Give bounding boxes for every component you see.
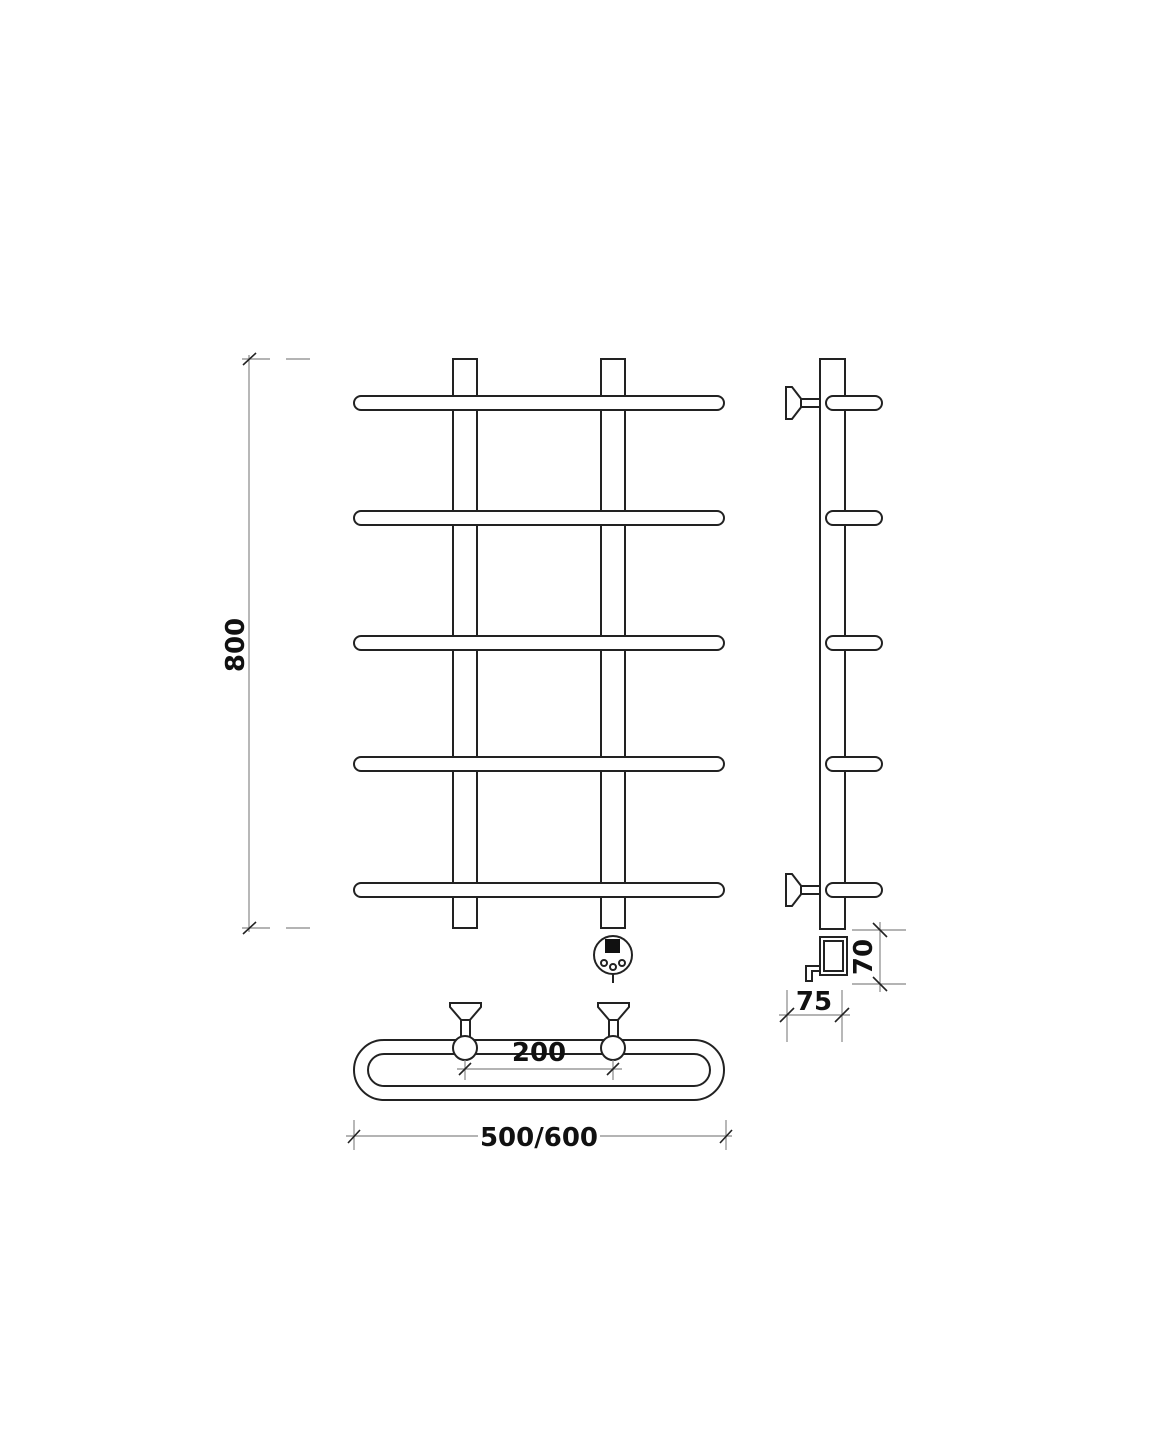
- side-rail-bar: [825, 882, 883, 898]
- depth-label: 75: [796, 987, 832, 1017]
- heater-element: [593, 935, 633, 983]
- mount-right: [597, 1002, 630, 1061]
- front-view: [353, 358, 725, 983]
- wall-bracket-bottom: [785, 873, 821, 907]
- height-label: 800: [221, 618, 251, 672]
- side-rail-bar: [825, 756, 883, 772]
- rail-bar: [353, 756, 725, 772]
- side-rail-bar: [825, 395, 883, 411]
- height-dimension: 800: [221, 352, 310, 935]
- mount-left: [449, 1002, 482, 1061]
- rail-bar: [353, 510, 725, 526]
- side-rail-bar: [825, 635, 883, 651]
- rail-bar: [353, 395, 725, 411]
- rail-bar: [353, 882, 725, 898]
- heater-side: [805, 936, 848, 982]
- width-label: 500/600: [480, 1123, 598, 1153]
- side-rail-bar: [825, 510, 883, 526]
- side-view: 70 75: [779, 358, 906, 1042]
- heater-height-label: 70: [849, 939, 879, 975]
- wall-bracket-top: [785, 386, 821, 420]
- top-view: 200 500/600: [346, 1002, 733, 1153]
- spacing-label: 200: [512, 1038, 566, 1068]
- rail-bar: [353, 635, 725, 651]
